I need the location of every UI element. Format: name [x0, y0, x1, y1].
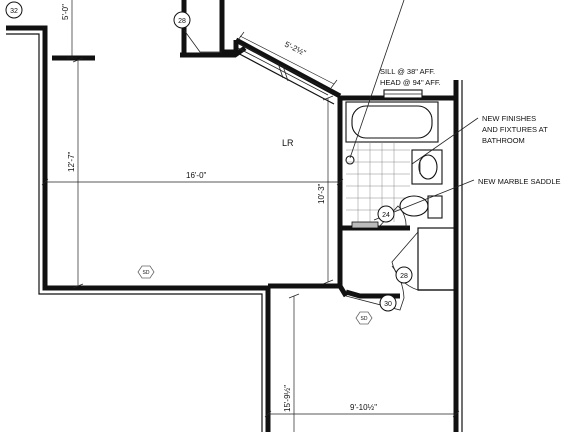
door-tag-28-top-label: 28 — [178, 18, 186, 25]
entry-wall — [337, 284, 349, 298]
lower-room-top-wall — [345, 289, 400, 299]
sink-basin — [418, 154, 438, 180]
note-finishes-line2: AND FIXTURES AT — [482, 125, 548, 134]
dim-9-10-half: 9'-10½" — [350, 403, 377, 412]
closet-wall-right — [219, 0, 239, 55]
toilet-bowl — [399, 195, 429, 217]
note-head: HEAD @ 94" AFF. — [380, 78, 441, 87]
door-tag-28-right-label: 28 — [400, 273, 408, 280]
dim-16-0: 16'-0" — [186, 171, 207, 180]
marble-saddle — [351, 221, 379, 229]
note-sill: SILL @ 38" AFF. — [380, 67, 435, 76]
bathroom — [345, 101, 443, 229]
door-tag-28-right: 28 — [395, 266, 413, 284]
window-symbol — [237, 43, 331, 96]
smoke-detector-symbol-lr: SD — [137, 265, 155, 279]
door-tag-32-label: 32 — [10, 8, 18, 15]
dim-10-3: 10'-3" — [317, 183, 326, 204]
note-saddle: NEW MARBLE SADDLE — [478, 177, 561, 186]
door-tag-32: 32 — [5, 1, 23, 19]
closet-right — [417, 227, 457, 291]
tile-floor — [346, 142, 410, 222]
dim-15-9-half: 15'-9½" — [283, 385, 292, 412]
lr-right-wall — [268, 96, 343, 289]
note-finishes-line1: NEW FINISHES — [482, 114, 536, 123]
smoke-detector-symbol-entry: SD — [355, 311, 373, 325]
door-tag-30-label: 30 — [384, 301, 392, 308]
note-finishes-line3: BATHROOM — [482, 136, 525, 145]
left-wall — [6, 25, 271, 432]
left-wall-inner — [6, 33, 263, 432]
dim-5-2-half: 5'-2½" — [283, 40, 307, 58]
dim-12-7: 12'-7" — [67, 151, 76, 172]
dimension-lines — [41, 0, 460, 432]
door-tag-30: 30 — [379, 294, 397, 312]
bathtub-basin — [351, 105, 433, 139]
door-tag-24: 24 — [377, 205, 395, 223]
smoke-detector-label-entry: SD — [361, 316, 368, 322]
top-closet-door — [183, 29, 222, 53]
door-tag-28-top: 28 — [173, 11, 191, 29]
bathroom-door-swing — [377, 205, 407, 229]
door-tag-24-label: 24 — [382, 212, 390, 219]
smoke-detector-label-lr: SD — [143, 270, 150, 276]
dim-5-0: 5'-0" — [61, 4, 70, 20]
room-label-lr: LR — [282, 138, 294, 148]
window-wall — [234, 37, 342, 99]
toilet-tank — [427, 195, 443, 219]
